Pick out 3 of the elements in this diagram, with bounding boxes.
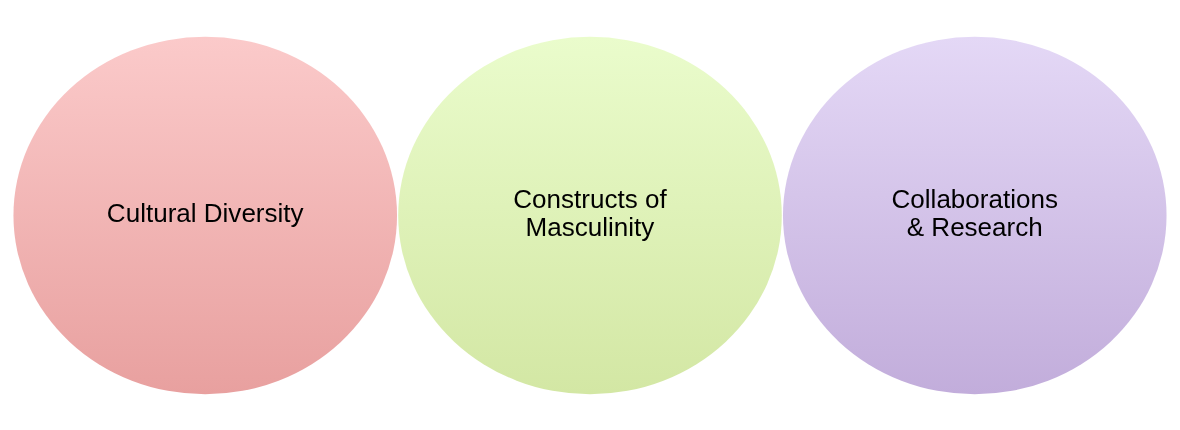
node-circle: Collaborations & Research (782, 36, 1167, 394)
node-circle: Cultural Diversity (13, 36, 398, 394)
node-circle: Constructs of Masculinity (398, 36, 782, 394)
